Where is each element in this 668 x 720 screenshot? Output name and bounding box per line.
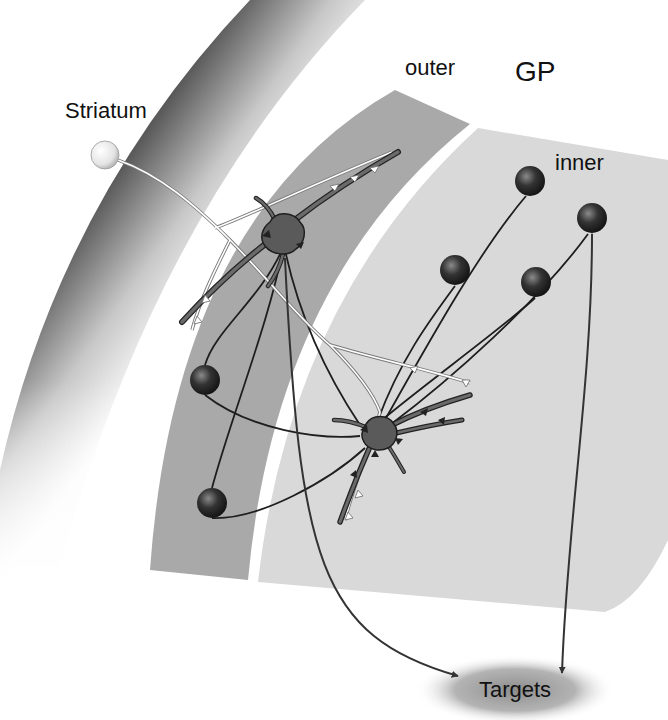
dendrite [292, 152, 398, 222]
bouton [330, 184, 339, 191]
band-label: Targets [479, 677, 551, 702]
inner-neuron [334, 395, 470, 522]
axon [378, 286, 455, 420]
targets-region: Targets [415, 655, 615, 720]
terminal [371, 450, 379, 457]
dendrite [256, 198, 275, 220]
striatal-axon [192, 240, 230, 330]
outer-neuron [182, 152, 398, 322]
bouton [350, 175, 359, 182]
gp-neuron [515, 166, 545, 196]
dendrite [392, 420, 462, 434]
dendrites [182, 152, 398, 322]
axon [212, 448, 365, 518]
bouton [194, 316, 202, 324]
terminal [262, 230, 271, 238]
bouton [410, 366, 418, 373]
dendrite [292, 152, 398, 222]
striatal-boutons [194, 166, 470, 520]
terminal [296, 242, 304, 249]
dendrite [256, 198, 275, 220]
region-label: Striatum [65, 98, 147, 123]
dendrite [340, 442, 372, 522]
dendrite [182, 242, 268, 322]
dendrites [334, 395, 470, 522]
targets-ellipse [415, 655, 615, 720]
gp-neuron [521, 267, 551, 297]
dendrites-outline [334, 395, 470, 522]
axon [382, 298, 535, 420]
terminal [438, 417, 445, 425]
striatal-axon-core [118, 152, 470, 520]
bouton [462, 380, 470, 387]
dendrite [268, 250, 284, 286]
gp-neuron [197, 488, 227, 518]
axon [205, 395, 360, 437]
axon [390, 234, 588, 425]
soma [362, 417, 397, 451]
dendrite [334, 420, 368, 428]
bouton [345, 512, 353, 520]
bouton [370, 166, 379, 173]
striatal-neuron [91, 141, 119, 169]
dendrite [392, 420, 462, 434]
inner-segment [258, 128, 668, 612]
striatal-axon [330, 345, 470, 383]
bouton [355, 490, 363, 498]
label-holder: Striatum [65, 98, 147, 123]
gp-neuron [440, 255, 470, 285]
terminal [420, 408, 428, 416]
dendrite [334, 420, 368, 428]
band-label: outer [405, 55, 455, 80]
projection-arrow [562, 234, 592, 673]
striatal-axon [192, 240, 230, 330]
dendrites-outline [182, 152, 398, 322]
dendrite [182, 242, 268, 322]
striatal-axon-outline [118, 152, 470, 520]
band-label: inner [555, 150, 604, 175]
region-label: GP [515, 56, 555, 88]
dendrite [268, 250, 284, 286]
striatal-axon [330, 345, 470, 383]
axon [386, 196, 526, 418]
striatal-axon [118, 160, 380, 412]
terminal [360, 425, 368, 433]
terminal [350, 470, 357, 478]
gp-neuron [577, 203, 607, 233]
dendrite [340, 442, 372, 522]
terminal [395, 438, 403, 445]
projection-arrow [285, 258, 458, 676]
soma [262, 214, 305, 254]
label-holder: GP [515, 56, 555, 88]
gp-neuron [190, 365, 220, 395]
striatal-axon [118, 160, 380, 412]
bouton [202, 295, 210, 303]
